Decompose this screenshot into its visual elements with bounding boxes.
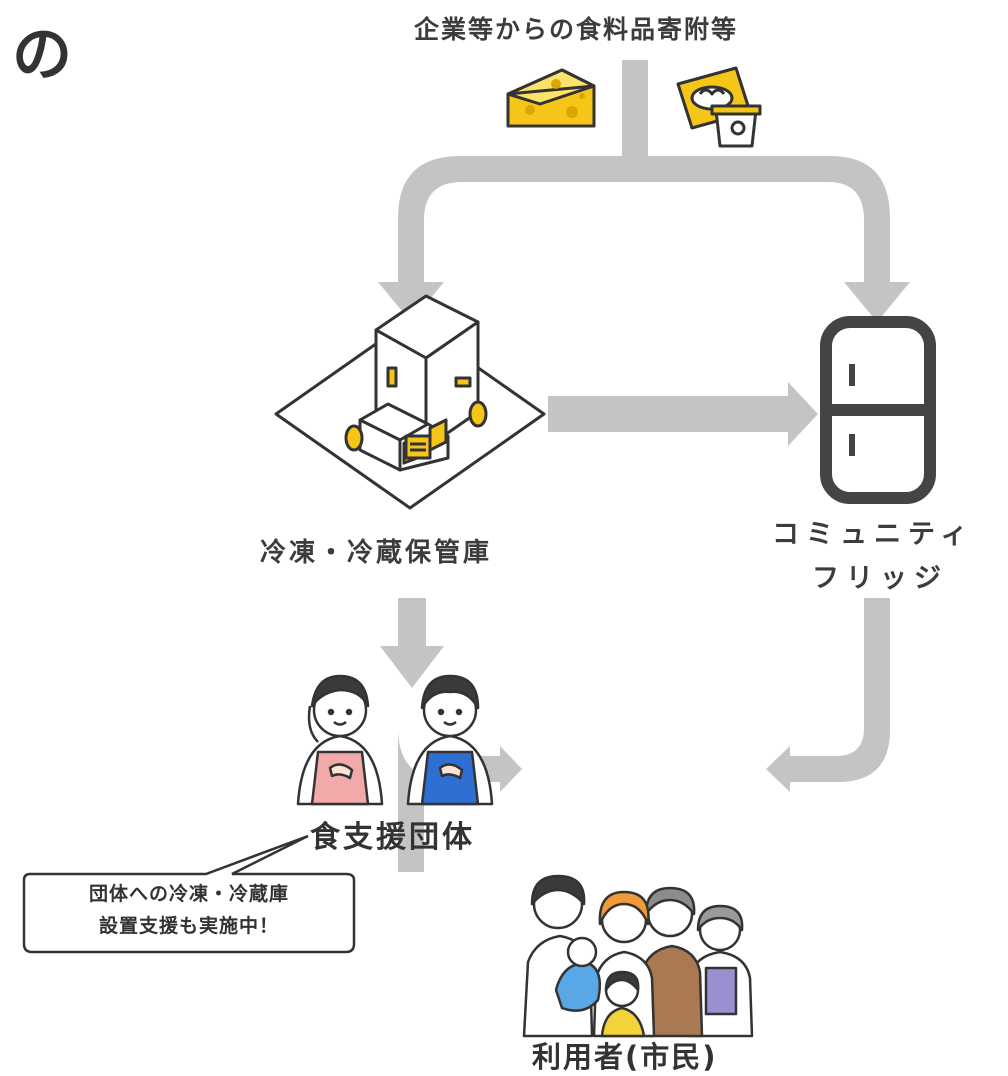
arrow-donation-split <box>378 60 910 322</box>
title-fragment-2: 、 <box>0 262 38 349</box>
callout-text: 団体への冷凍・冷蔵庫 設置支援も実施中！ <box>24 878 354 942</box>
fridge-label-line1: コミュニティ <box>772 519 975 550</box>
callout-line-1: 団体への冷凍・冷蔵庫 <box>88 883 289 905</box>
storage-label: 冷凍・冷蔵保管庫 <box>260 538 493 568</box>
snack-pack-icon <box>676 66 762 148</box>
arrow-fridge-to-users <box>766 598 890 792</box>
title-fragment-1: の <box>12 20 72 90</box>
arrow-storage-to-group <box>380 598 444 688</box>
community-fridge-icon <box>820 316 936 504</box>
users-label: 利用者(市民) <box>532 1040 718 1074</box>
family-users-icon <box>522 874 754 1038</box>
fridge-label-line2: フリッジ <box>812 563 948 594</box>
arrow-storage-to-fridge <box>548 382 818 446</box>
fridge-handles <box>849 364 855 456</box>
support-group-label: 食支援団体 <box>310 820 475 855</box>
callout-line-2: 設置支援も実施中！ <box>98 915 279 937</box>
support-staff-icon <box>296 674 494 806</box>
donation-label: 企業等からの食料品寄附等 <box>414 15 739 44</box>
cheese-icon <box>506 68 596 128</box>
storage-building-icon <box>274 294 546 510</box>
callout-bubble <box>22 834 356 954</box>
